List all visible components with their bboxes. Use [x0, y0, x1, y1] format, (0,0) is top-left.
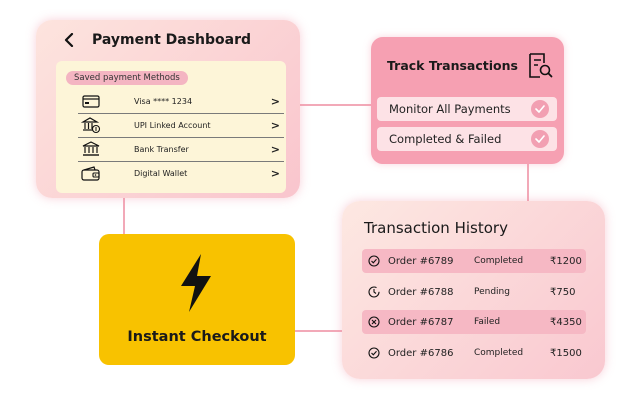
- dashboard-header: Payment Dashboard: [64, 32, 251, 48]
- order-amount: ₹750: [550, 286, 576, 298]
- transaction-history-card: Transaction History Order #6789 Complete…: [342, 201, 605, 379]
- bank-upi-icon: [78, 116, 104, 134]
- instant-checkout-button[interactable]: Instant Checkout: [99, 234, 295, 365]
- document-search-icon: [527, 52, 553, 84]
- x-circle-icon: [368, 316, 382, 328]
- connector-line: [123, 198, 125, 234]
- order-id: Order #6789: [388, 255, 454, 267]
- payment-method-label: Bank Transfer: [134, 144, 189, 154]
- clock-icon: [368, 286, 382, 298]
- order-id: Order #6786: [388, 347, 454, 359]
- credit-card-icon: [78, 94, 104, 108]
- order-status: Failed: [474, 317, 501, 327]
- lightning-bolt-icon: [177, 252, 215, 318]
- track-item-label: Monitor All Payments: [389, 102, 511, 116]
- chevron-right-icon: >: [270, 94, 280, 108]
- payment-method-visa[interactable]: Visa **** 1234 >: [78, 89, 284, 114]
- back-arrow-icon[interactable]: [64, 33, 74, 47]
- checkout-label: Instant Checkout: [127, 329, 267, 345]
- track-transactions-card: Track Transactions Monitor All Payments …: [371, 37, 564, 164]
- connector-line: [527, 164, 529, 201]
- check-circle-icon: [368, 255, 382, 267]
- history-title: Transaction History: [364, 219, 508, 237]
- chevron-right-icon: >: [270, 166, 280, 180]
- check-icon: [531, 100, 549, 118]
- order-status: Completed: [474, 256, 524, 266]
- track-item-completed-failed[interactable]: Completed & Failed: [377, 127, 557, 151]
- chevron-right-icon: >: [270, 118, 280, 132]
- track-item-label: Completed & Failed: [389, 132, 502, 146]
- track-title: Track Transactions: [387, 58, 518, 73]
- check-icon: [531, 130, 549, 148]
- transaction-row[interactable]: Order #6787 Failed ₹4350: [362, 310, 586, 334]
- connector-line: [295, 330, 342, 332]
- page-title: Payment Dashboard: [92, 32, 252, 48]
- wallet-icon: [78, 165, 104, 181]
- transaction-row[interactable]: Order #6788 Pending ₹750: [362, 280, 586, 304]
- order-amount: ₹1200: [550, 255, 582, 267]
- transaction-row[interactable]: Order #6786 Completed ₹1500: [362, 341, 586, 365]
- order-id: Order #6788: [388, 286, 454, 298]
- order-status: Pending: [474, 287, 510, 297]
- payment-method-label: Digital Wallet: [134, 168, 188, 178]
- payment-method-label: Visa **** 1234: [134, 96, 193, 106]
- chevron-right-icon: >: [270, 142, 280, 156]
- bank-icon: [78, 141, 104, 157]
- order-amount: ₹1500: [550, 347, 582, 359]
- payment-method-upi[interactable]: UPI Linked Account >: [78, 113, 284, 138]
- track-item-monitor[interactable]: Monitor All Payments: [377, 97, 557, 121]
- saved-methods-panel: Saved payment Methods Visa **** 1234 > U…: [56, 61, 286, 193]
- payment-method-bank-transfer[interactable]: Bank Transfer >: [78, 137, 284, 162]
- payment-method-label: UPI Linked Account: [134, 120, 211, 130]
- order-status: Completed: [474, 348, 524, 358]
- connector-line: [300, 104, 371, 106]
- payment-method-wallet[interactable]: Digital Wallet >: [78, 161, 284, 185]
- check-circle-icon: [368, 347, 382, 359]
- payment-dashboard-card: Payment Dashboard Saved payment Methods …: [36, 20, 300, 198]
- order-id: Order #6787: [388, 316, 454, 328]
- transaction-row[interactable]: Order #6789 Completed ₹1200: [362, 249, 586, 273]
- order-amount: ₹4350: [550, 316, 582, 328]
- saved-methods-label: Saved payment Methods: [66, 71, 188, 85]
